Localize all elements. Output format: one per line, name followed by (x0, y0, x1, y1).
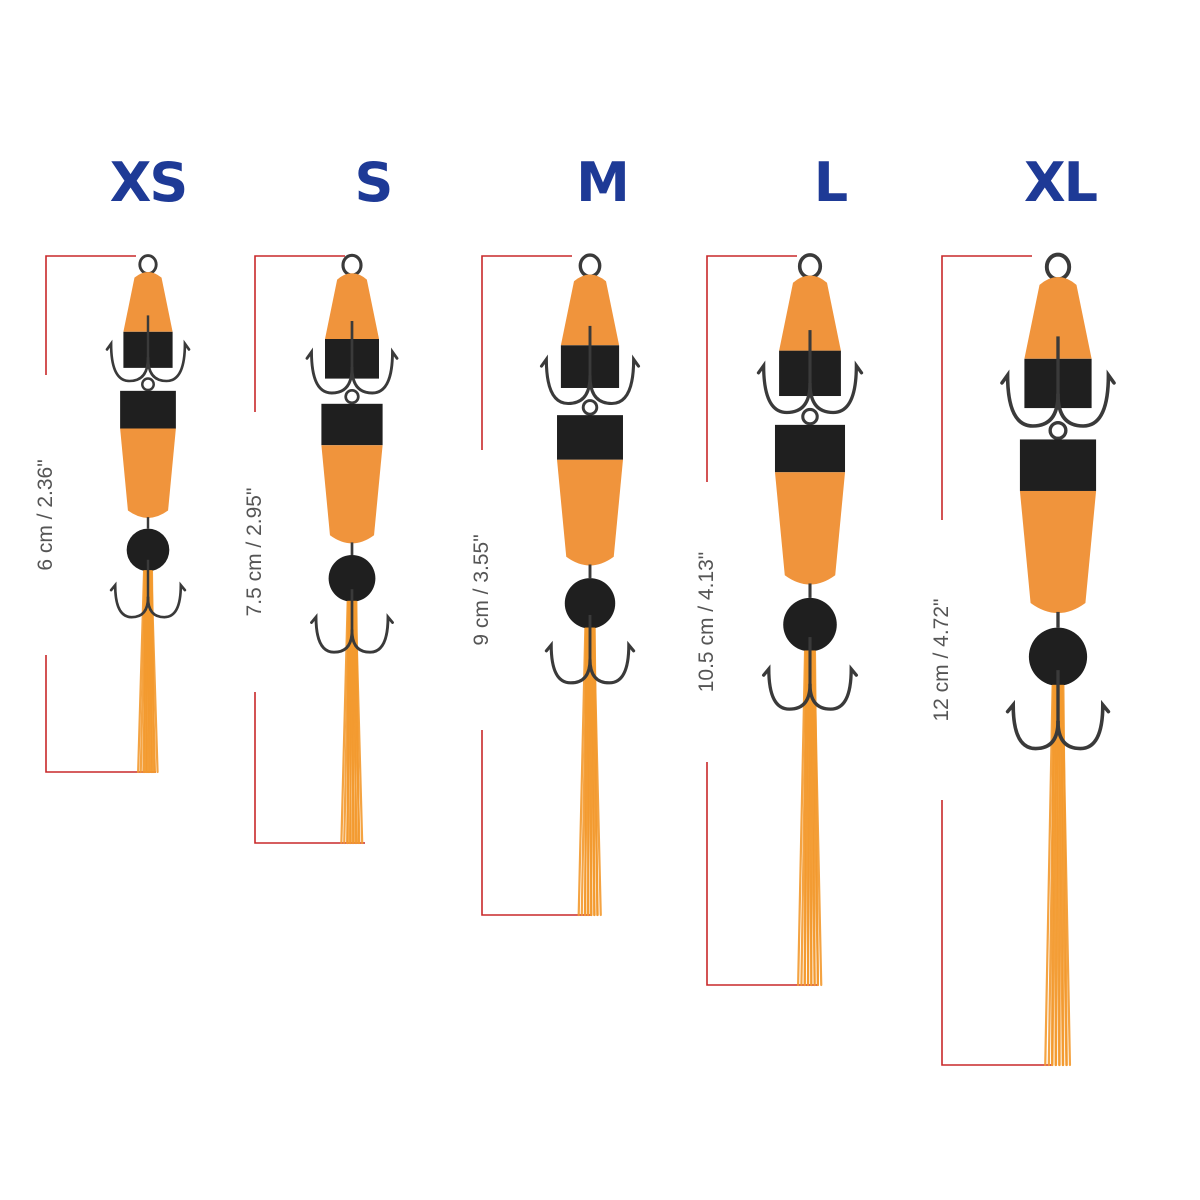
front-hook-prong-right-icon (588, 354, 641, 406)
black-ball (1028, 627, 1088, 686)
front-hook-prong-left-icon (539, 354, 592, 406)
front-hook-prong-right-icon (350, 347, 399, 395)
tail-fibre (1044, 684, 1054, 1067)
front-hook-prong-right-icon (146, 339, 191, 383)
front-hook-prong-left-icon (1000, 369, 1060, 428)
rear-hook-prong-left-icon (1005, 699, 1060, 751)
rear-hook-prong-left-icon (544, 640, 592, 685)
tail-fibre (1062, 684, 1068, 1067)
tail-fibre (1054, 684, 1060, 1067)
upper-foam-orange (325, 273, 379, 339)
swivel-ring-icon (141, 377, 155, 392)
length-label-xs: 6 cm / 2.36" (34, 459, 57, 571)
rear-hook-prong-right-icon (146, 581, 187, 619)
black-ball (126, 528, 170, 572)
length-label-xl: 12 cm / 4.72" (930, 598, 953, 722)
tail-fibre (1047, 684, 1056, 1067)
lure-xl (936, 252, 1116, 1067)
size-label-xs: XS (109, 151, 189, 214)
orange-tail (1044, 684, 1072, 1067)
tail-fibre (586, 627, 592, 917)
tail-fibre (803, 650, 810, 987)
lower-foam-black (1019, 439, 1097, 491)
tail-fibre (139, 570, 147, 774)
lower-foam-black (774, 424, 846, 473)
length-label-s: 7.5 cm / 2.95" (243, 487, 266, 617)
lower-foam-orange (120, 428, 176, 518)
swivel-ring-icon (344, 388, 360, 405)
tail-fibre (149, 570, 153, 774)
tail-fibre (1051, 684, 1058, 1067)
length-label-m: 9 cm / 3.55" (470, 534, 493, 646)
upper-foam-orange (1024, 277, 1092, 359)
tail-fibre (812, 650, 816, 987)
measure-gap (701, 482, 713, 762)
rear-hook-prong-right-icon (588, 640, 636, 685)
lower-foam-orange (1019, 490, 1097, 614)
rear-hook-prong-right-icon (350, 613, 394, 654)
tail-fibre (806, 650, 812, 987)
eyelet-icon (138, 254, 158, 276)
upper-foam-orange (779, 275, 841, 351)
black-ball (328, 555, 376, 602)
size-label-m: M (576, 151, 630, 214)
eyelet-icon (578, 253, 602, 279)
measure-gap (476, 450, 488, 730)
front-hook-prong-left-icon (305, 347, 354, 395)
measure-gap (936, 520, 948, 800)
upper-foam-orange (560, 274, 620, 346)
tail-fibre (1060, 684, 1065, 1067)
front-hook-prong-right-icon (808, 360, 864, 415)
lure-m (476, 253, 641, 917)
size-label-s: S (354, 151, 394, 214)
lower-foam-orange (774, 472, 846, 585)
front-hook-prong-left-icon (105, 339, 150, 383)
tail-fibre (583, 627, 590, 917)
size-label-xl: XL (1023, 151, 1098, 214)
swivel-ring-icon (801, 407, 819, 426)
lower-foam-black (557, 415, 623, 460)
rear-hook-prong-left-icon (310, 613, 354, 654)
eyelet-icon (797, 253, 823, 280)
size-label-l: L (813, 151, 848, 214)
lure-xs (40, 254, 191, 774)
black-ball (564, 578, 616, 629)
tail-fibre (813, 650, 819, 987)
rear-hook-prong-left-icon (762, 664, 812, 711)
tail-fibre (137, 570, 146, 774)
eyelet-icon (1044, 252, 1072, 282)
eyelet-icon (341, 253, 363, 277)
front-hook-prong-right-icon (1056, 369, 1116, 428)
rear-hook-prong-right-icon (1056, 699, 1111, 751)
measure-gap (40, 375, 52, 655)
tail-fibre (340, 600, 349, 845)
lower-foam-orange (321, 445, 383, 544)
swivel-ring-icon (1048, 420, 1068, 441)
tail-fibre (797, 650, 807, 987)
lower-foam-black (120, 390, 176, 429)
tail-fibre (150, 570, 155, 774)
lure-s (249, 253, 399, 845)
tail-fibre (355, 600, 360, 845)
lower-foam-black (321, 403, 383, 446)
tail-fibre (343, 600, 351, 845)
lower-foam-orange (557, 459, 623, 566)
rear-hook-prong-right-icon (808, 664, 858, 711)
lure-l (701, 253, 864, 987)
orange-tail (797, 650, 823, 987)
rear-hook-prong-left-icon (109, 581, 150, 619)
tail-fibre (800, 650, 808, 987)
length-label-l: 10.5 cm / 4.13" (695, 551, 718, 693)
swivel-ring-icon (581, 399, 599, 416)
measure-gap (249, 412, 261, 692)
black-ball (783, 597, 837, 652)
upper-foam-orange (123, 271, 173, 332)
front-hook-prong-left-icon (756, 360, 812, 415)
